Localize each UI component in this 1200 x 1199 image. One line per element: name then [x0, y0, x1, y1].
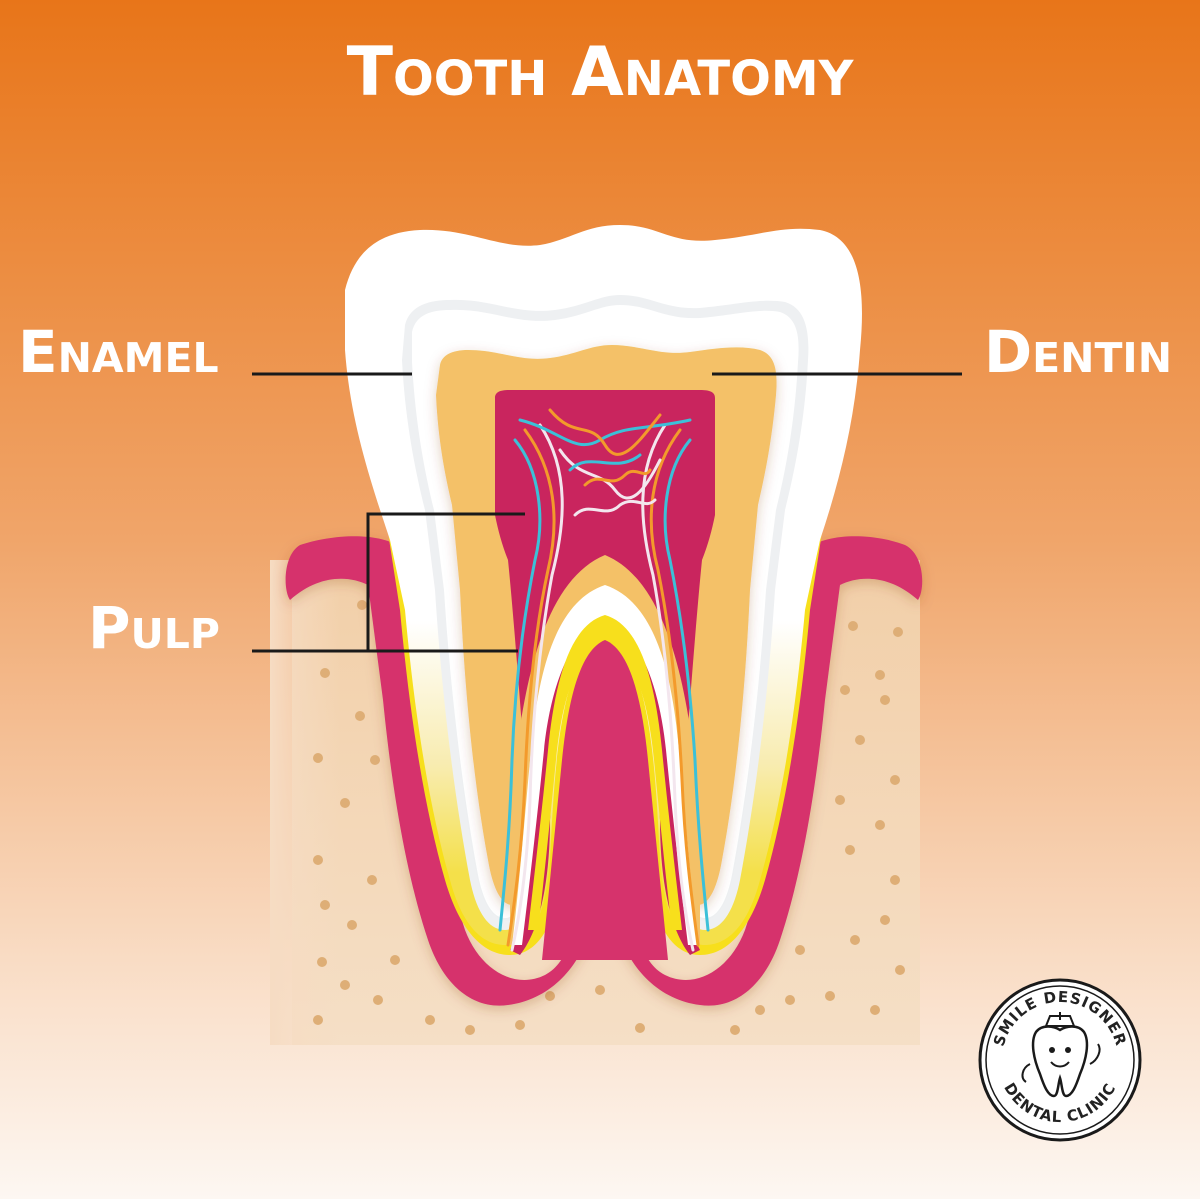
bone-dot — [875, 820, 885, 830]
bone-dot — [835, 795, 845, 805]
nerves-and-vessels — [498, 408, 710, 952]
bone-dot — [313, 855, 323, 865]
bone-dot — [340, 798, 350, 808]
bone-dot — [390, 955, 400, 965]
bone-dot — [515, 1020, 525, 1030]
page-title: Tooth Anatomy — [347, 33, 855, 112]
bone-dot — [347, 920, 357, 930]
inner-root-white — [512, 585, 698, 945]
bone-dot — [795, 945, 805, 955]
pulp-label: Pulp — [88, 594, 220, 662]
clinic-logo: SMILE DESIGNER DENTAL CLINIC — [978, 978, 1142, 1142]
tooth-mascot-icon — [1021, 1012, 1101, 1098]
bone-dot — [313, 1015, 323, 1025]
dentin-label: Dentin — [984, 318, 1172, 386]
bone-dot — [848, 621, 858, 631]
bone-dot — [425, 1015, 435, 1025]
bone-dot — [890, 875, 900, 885]
bone-dot — [875, 670, 885, 680]
bone-dot — [373, 995, 383, 1005]
bone-dot — [595, 985, 605, 995]
bone-dot — [880, 915, 890, 925]
bone-dot — [895, 965, 905, 975]
inner-root-gum — [542, 640, 668, 960]
bone-dot — [840, 685, 850, 695]
bone-dot — [855, 735, 865, 745]
bone-dot — [545, 991, 555, 1001]
bone-dot — [313, 753, 323, 763]
bone-dot — [890, 775, 900, 785]
label-lines — [252, 372, 962, 653]
bone-dot — [845, 845, 855, 855]
bone-dot — [340, 980, 350, 990]
bone-dot — [357, 600, 367, 610]
inner-root-yellow — [528, 615, 682, 930]
bone-dot — [755, 1005, 765, 1015]
bone-dot — [320, 668, 330, 678]
pulp-bracket — [366, 512, 525, 651]
bone-dot — [367, 875, 377, 885]
bone-dot — [317, 957, 327, 967]
bone-dot — [880, 695, 890, 705]
bone-dot — [785, 995, 795, 1005]
bone-dot — [355, 711, 365, 721]
bone-dot — [850, 935, 860, 945]
bone-dot — [893, 627, 903, 637]
bone-dot — [370, 755, 380, 765]
enamel-label: Enamel — [18, 318, 219, 386]
bone-dot — [465, 1025, 475, 1035]
bone-dot — [870, 1005, 880, 1015]
bone-dot — [320, 900, 330, 910]
bone-dot — [635, 1023, 645, 1033]
bone-dot — [730, 1025, 740, 1035]
bone-dot — [825, 991, 835, 1001]
